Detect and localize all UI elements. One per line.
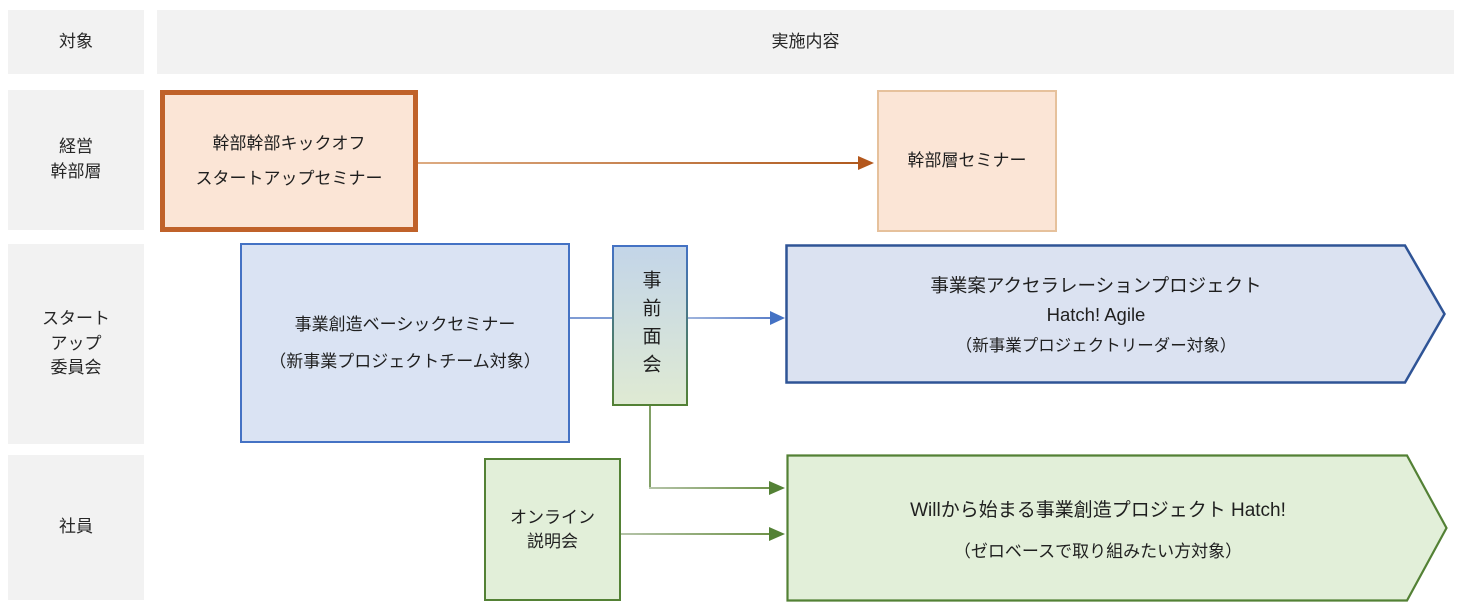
will-project-chevron: Willから始まる事業創造プロジェクト Hatch! （ゼロベースで取り組みたい… xyxy=(786,454,1448,602)
basic-seminar-line1: 事業創造ベーシックセミナー xyxy=(294,314,516,334)
acceleration-project-text: 事業案アクセラレーションプロジェクト Hatch! Agile （新事業プロジェ… xyxy=(785,244,1407,384)
connector-green-vertical-line xyxy=(649,406,651,489)
acceleration-project-line1: 事業案アクセラレーションプロジェクト xyxy=(930,275,1262,296)
row-label-startup-committee: スタート アップ 委員会 xyxy=(8,244,144,444)
will-project-chevron-shape xyxy=(786,454,1448,602)
acceleration-project-chevron-shape xyxy=(785,244,1446,384)
connector-orange-line xyxy=(418,162,860,164)
executive-seminar-label: 幹部層セミナー xyxy=(907,151,1027,171)
arrowhead-blue-icon xyxy=(770,311,785,325)
row-label-startup-committee-text: スタート アップ 委員会 xyxy=(42,309,110,378)
connector-green-line-top xyxy=(649,487,771,489)
connector-green-line-bottom xyxy=(621,533,771,535)
connector-blue-line-right xyxy=(688,317,772,319)
row-label-employees-text: 社員 xyxy=(59,517,93,537)
basic-seminar-line2: （新事業プロジェクトチーム対象） xyxy=(269,351,541,371)
pre-meeting-box: 事前面会 xyxy=(612,245,688,406)
arrowhead-green-bottom-icon xyxy=(769,527,785,541)
online-briefing-box: オンライン 説明会 xyxy=(484,458,621,601)
arrowhead-green-top-icon xyxy=(769,481,785,495)
kickoff-seminar-line1: 幹部幹部キックオフ xyxy=(212,133,366,153)
will-project-text: Willから始まる事業創造プロジェクト Hatch! （ゼロベースで取り組みたい… xyxy=(786,454,1410,602)
target-column-header: 対象 xyxy=(8,10,144,74)
arrowhead-orange-icon xyxy=(858,156,874,170)
acceleration-project-line3: （新事業プロジェクトリーダー対象） xyxy=(955,337,1237,355)
content-column-header-label: 実施内容 xyxy=(771,31,840,51)
will-project-line2: （ゼロベースで取り組みたい方対象） xyxy=(953,541,1243,561)
online-briefing-label: オンライン 説明会 xyxy=(510,507,595,551)
kickoff-seminar-line2: スタートアップセミナー xyxy=(195,168,383,188)
connector-blue-line-left xyxy=(570,317,612,319)
row-label-employees: 社員 xyxy=(8,455,144,600)
will-project-line1: Willから始まる事業創造プロジェクト Hatch! xyxy=(910,499,1286,521)
target-column-header-label: 対象 xyxy=(59,31,93,51)
basic-seminar-box: 事業創造ベーシックセミナー （新事業プロジェクトチーム対象） xyxy=(240,243,570,443)
executive-seminar-box: 幹部層セミナー xyxy=(877,90,1057,232)
acceleration-project-chevron: 事業案アクセラレーションプロジェクト Hatch! Agile （新事業プロジェ… xyxy=(785,244,1447,384)
kickoff-seminar-box: 幹部幹部キックオフ スタートアップセミナー xyxy=(160,90,418,232)
content-column-header: 実施内容 xyxy=(157,10,1454,74)
row-label-executives: 経営 幹部層 xyxy=(8,90,144,230)
acceleration-project-line2: Hatch! Agile xyxy=(1046,304,1146,325)
pre-meeting-label: 事前面会 xyxy=(639,269,661,382)
row-label-executives-text: 経営 幹部層 xyxy=(50,137,102,181)
